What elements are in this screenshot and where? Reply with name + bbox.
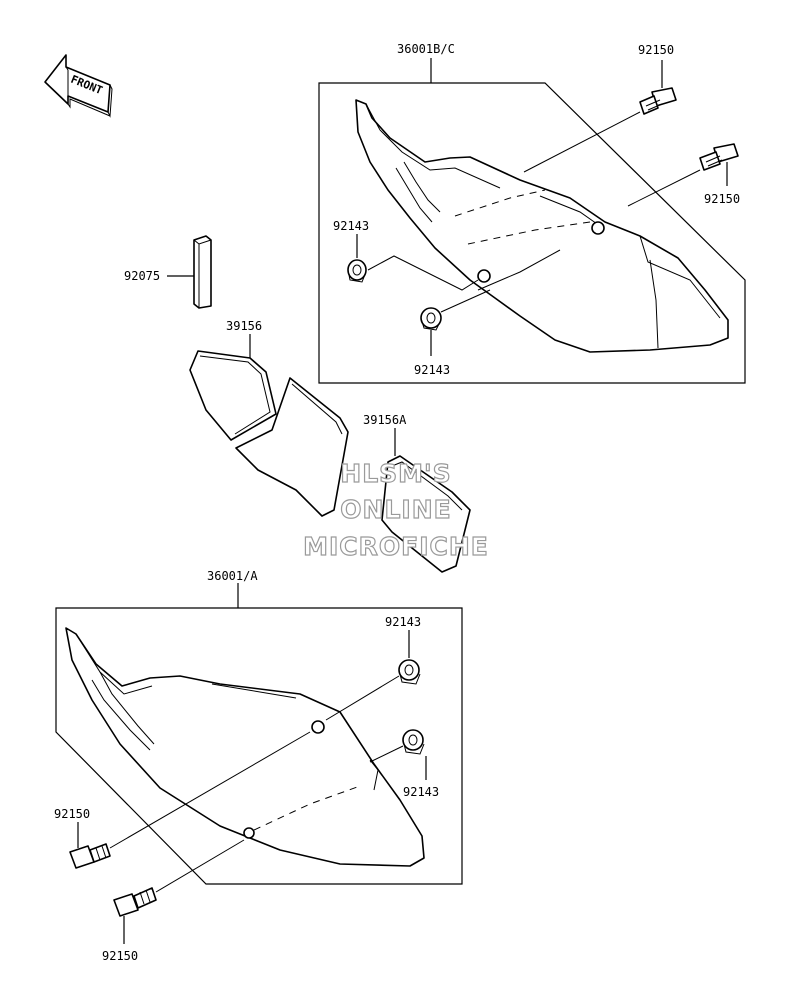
watermark: HLSM'S ONLINE MICROFICHE: [303, 458, 489, 561]
strip-part: [193, 235, 212, 309]
label-collar-bottom-2: 92143: [403, 785, 439, 799]
bolt-bottom-1: [69, 843, 111, 869]
decal-left: [189, 350, 349, 517]
cover-right-group: 36001B/C 92150 92150: [318, 42, 746, 384]
decal-right: [381, 455, 471, 573]
label-collar-top-2: 92143: [414, 363, 450, 377]
label-bolt-bottom-2: 92150: [102, 949, 138, 963]
cover-left-frame: [55, 607, 463, 885]
bolt-top-1: [639, 87, 677, 115]
watermark-line-3: MICROFICHE: [303, 532, 489, 561]
label-strip: 92075: [124, 269, 160, 283]
bolt-bottom-2: [113, 887, 157, 917]
front-arrow-icon: FRONT: [44, 54, 113, 118]
bolt-top-2: [699, 143, 739, 171]
collar-top-2: [420, 307, 442, 331]
label-cover-right: 36001B/C: [397, 42, 455, 56]
label-decal-right: 39156A: [363, 413, 407, 427]
label-bolt-bottom-1: 92150: [54, 807, 90, 821]
side-cover-right: [355, 99, 729, 353]
watermark-line-1: HLSM'S: [340, 459, 451, 488]
label-bolt-top-1: 92150: [638, 43, 674, 57]
collar-bottom-1: [398, 659, 421, 685]
collar-top-1: [347, 259, 367, 283]
watermark-line-2: ONLINE: [340, 495, 451, 524]
cover-right-frame: [318, 82, 746, 384]
label-decal-left: 39156: [226, 319, 262, 333]
collar-bottom-2: [402, 729, 425, 755]
label-bolt-top-2: 92150: [704, 192, 740, 206]
cover-left-group: 36001/A 92143 92143: [54, 569, 463, 963]
label-cover-left: 36001/A: [207, 569, 258, 583]
label-collar-bottom-1: 92143: [385, 615, 421, 629]
side-cover-left: [65, 627, 425, 867]
label-collar-top-1: 92143: [333, 219, 369, 233]
